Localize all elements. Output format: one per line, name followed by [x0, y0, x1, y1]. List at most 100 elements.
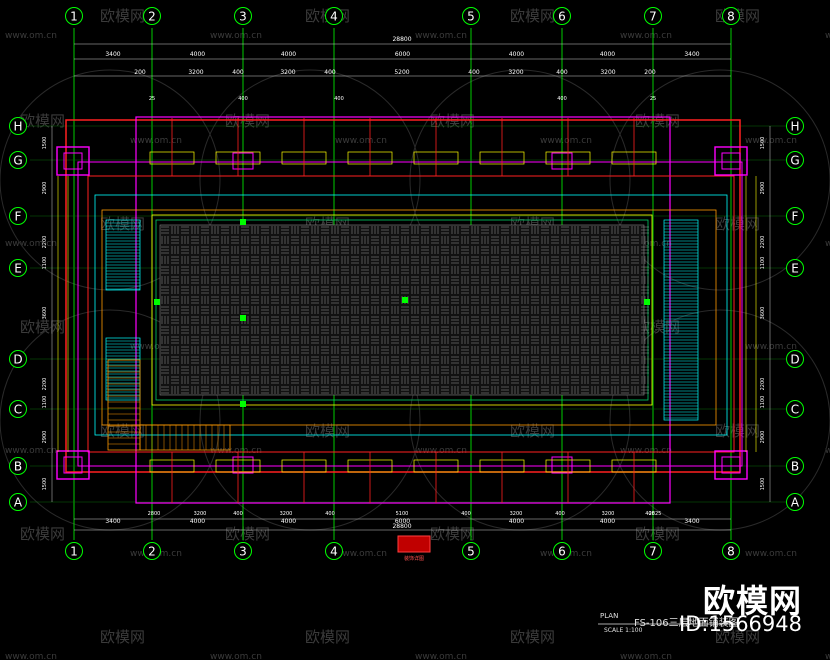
- parquet-tile: [181, 246, 189, 254]
- parquet-tile: [331, 316, 339, 324]
- parquet-tile: [181, 376, 189, 384]
- parquet-tile: [391, 276, 399, 284]
- mid-column: [232, 456, 254, 474]
- parquet-tile: [181, 356, 189, 364]
- parquet-tile: [381, 386, 389, 394]
- parquet-tile: [241, 266, 249, 274]
- parquet-tile: [491, 316, 499, 324]
- parquet-tile: [501, 306, 509, 314]
- watermark-url: www.om.cn: [825, 31, 830, 41]
- parquet-tile: [381, 256, 389, 264]
- parquet-tile: [341, 326, 349, 334]
- dimension-bottom-row1: 6000: [395, 518, 410, 525]
- parquet-tile: [291, 296, 299, 304]
- parquet-tile: [421, 366, 429, 374]
- parquet-tile: [351, 386, 359, 394]
- parquet-tile: [471, 306, 479, 314]
- parquet-tile: [561, 226, 569, 234]
- parquet-tile: [361, 296, 369, 304]
- parquet-tile: [451, 276, 459, 284]
- parquet-tile: [521, 296, 529, 304]
- parquet-tile: [171, 376, 179, 384]
- parquet-tile: [361, 276, 369, 284]
- parquet-tile: [451, 246, 459, 254]
- parquet-tile: [211, 336, 219, 344]
- axis-bubble-circle: [553, 542, 571, 560]
- axis-bubble-label: 7: [649, 545, 657, 559]
- dimension-top-row2: 3200: [188, 69, 203, 76]
- axis-bubble-circle: [786, 207, 804, 225]
- parquet-tile: [631, 286, 639, 294]
- parquet-tile: [201, 226, 209, 234]
- parquet-tile: [391, 246, 399, 254]
- outer-wall: [65, 119, 741, 473]
- dimension-left: 2900: [42, 182, 48, 195]
- parquet-tile: [581, 226, 589, 234]
- parquet-tile: [561, 376, 569, 384]
- axis-bubble-label: 6: [558, 10, 566, 24]
- parquet-tile: [531, 266, 539, 274]
- parquet-tile: [551, 326, 559, 334]
- parquet-tile: [461, 386, 469, 394]
- parquet-tile: [481, 326, 489, 334]
- parquet-tile: [291, 346, 299, 354]
- axis-bubble-label: F: [15, 210, 22, 224]
- axis-bubble-label: D: [13, 353, 22, 367]
- axis-marker-top: 3: [234, 7, 252, 25]
- parquet-tile: [351, 366, 359, 374]
- parquet-tile: [321, 356, 329, 364]
- parquet-tile: [481, 336, 489, 344]
- parquet-tile: [481, 246, 489, 254]
- axis-marker-bottom: 1: [65, 542, 83, 560]
- watermark-text: 欧模网: [635, 112, 680, 130]
- dimension-top-row1: 4000: [190, 51, 205, 58]
- parquet-tile: [611, 316, 619, 324]
- watermark-url: www.om.cn: [415, 31, 467, 41]
- parquet-tile: [631, 346, 639, 354]
- parquet-tile: [371, 286, 379, 294]
- parquet-tile: [511, 306, 519, 314]
- parquet-tile: [511, 356, 519, 364]
- parquet-tile: [331, 266, 339, 274]
- axis-bubble-label: C: [14, 403, 22, 417]
- parquet-tile: [421, 356, 429, 364]
- parquet-tile: [581, 346, 589, 354]
- parquet-tile: [231, 296, 239, 304]
- parquet-tile: [531, 276, 539, 284]
- axis-marker-bottom: 8: [722, 542, 740, 560]
- parquet-tile: [351, 316, 359, 324]
- parquet-tile: [481, 266, 489, 274]
- parquet-tile: [521, 356, 529, 364]
- parquet-tile: [401, 356, 409, 364]
- parquet-tile: [311, 356, 319, 364]
- parquet-tile: [351, 276, 359, 284]
- parquet-tile: [551, 266, 559, 274]
- parquet-tile: [481, 276, 489, 284]
- parquet-tile: [471, 276, 479, 284]
- parquet-tile: [291, 236, 299, 244]
- parquet-tile: [191, 296, 199, 304]
- watermark-url: www.om.cn: [825, 446, 830, 456]
- watermark-text: 欧模网: [225, 112, 270, 130]
- axis-bubble-label: 3: [239, 545, 247, 559]
- parquet-tile: [471, 316, 479, 324]
- parquet-tile: [251, 326, 259, 334]
- dimension-bottom-row1: 3400: [105, 518, 120, 525]
- axis-bubble-circle: [9, 457, 27, 475]
- dimension-top-row2: 400: [232, 69, 244, 76]
- parquet-tile: [461, 276, 469, 284]
- parquet-tile: [461, 306, 469, 314]
- parquet-tile: [381, 306, 389, 314]
- parquet-tile: [171, 236, 179, 244]
- dimension-bottom-row1: 3400: [684, 518, 699, 525]
- parquet-tile: [511, 286, 519, 294]
- parquet-tile: [371, 386, 379, 394]
- parquet-tile: [211, 226, 219, 234]
- parquet-tile: [521, 316, 529, 324]
- parquet-tile: [501, 226, 509, 234]
- parquet-tile: [471, 236, 479, 244]
- parquet-tile: [641, 356, 649, 364]
- dimension-top-row2: 400: [324, 69, 336, 76]
- parquet-tile: [181, 226, 189, 234]
- parquet-tile: [291, 366, 299, 374]
